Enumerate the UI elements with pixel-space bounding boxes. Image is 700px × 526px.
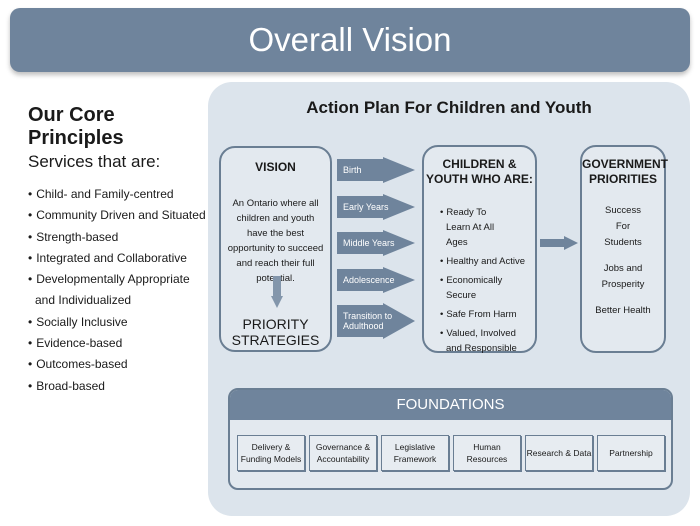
principle-item: Evidence-based xyxy=(28,333,208,354)
right-arrow-icon xyxy=(540,236,578,250)
stage-arrow-transition: Transition to Adulthood xyxy=(337,303,417,344)
children-item: Economically Secure xyxy=(440,273,535,303)
government-list: Success For Students Jobs and Prosperity… xyxy=(582,203,664,319)
children-title-line1: CHILDREN & xyxy=(442,157,517,171)
children-title: CHILDREN & YOUTH WHO ARE: xyxy=(424,157,535,187)
vision-box: VISION An Ontario where all children and… xyxy=(219,146,332,352)
children-item: Safe From Harm xyxy=(440,307,535,322)
foundation-item: Governance & Accountability xyxy=(309,435,377,471)
stage-arrow-middle-years: Middle Years xyxy=(337,230,417,261)
stage-label: Birth xyxy=(343,165,362,175)
strategies-line2: STRATEGIES xyxy=(231,332,320,348)
children-item: Ready To Learn At All Ages xyxy=(440,205,510,250)
page-title: Overall Vision xyxy=(248,21,452,58)
vision-title: VISION xyxy=(255,160,296,174)
stage-arrow-early-years: Early Years xyxy=(337,194,417,225)
stage-label: Early Years xyxy=(343,202,389,212)
foundation-item: Research & Data xyxy=(525,435,593,471)
children-item: Valued, Involved and Responsible xyxy=(440,326,518,356)
strategies-line1: PRIORITY xyxy=(242,316,309,332)
stage-label: Transition to Adulthood xyxy=(343,311,393,331)
children-list: Ready To Learn At All Ages Healthy and A… xyxy=(424,205,535,356)
principles-subtitle: Services that are: xyxy=(28,152,161,171)
foundation-item: Legislative Framework xyxy=(381,435,449,471)
children-box: CHILDREN & YOUTH WHO ARE: Ready To Learn… xyxy=(422,145,537,356)
foundations-title: FOUNDATIONS xyxy=(396,396,505,413)
stage-arrow-icon xyxy=(337,267,415,293)
government-priorities-box: GOVERNMENT PRIORITIES Success For Studen… xyxy=(580,145,669,353)
principle-item: Integrated and Collaborative xyxy=(28,248,208,269)
down-arrow-icon xyxy=(271,276,283,308)
foundation-item: Human Resources xyxy=(453,435,521,471)
stage-arrow-icon xyxy=(337,303,415,339)
principles-title: Our Core Principles xyxy=(28,104,124,149)
core-principles-section: Our Core Principles Services that are: C… xyxy=(28,104,208,397)
stage-label: Adolescence xyxy=(343,275,395,285)
children-item: Healthy and Active xyxy=(440,254,535,269)
government-title: GOVERNMENT PRIORITIES xyxy=(582,157,669,187)
title-banner: Overall Vision xyxy=(10,8,690,72)
stage-label: Middle Years xyxy=(343,238,395,248)
stage-arrow-icon xyxy=(337,157,415,183)
children-title-line2: YOUTH WHO ARE: xyxy=(426,172,533,186)
foundations-header: FOUNDATIONS xyxy=(230,390,671,420)
stage-arrow-adolescence: Adolescence xyxy=(337,267,417,298)
foundation-item: Delivery & Funding Models xyxy=(237,435,305,471)
principle-item: Outcomes-based xyxy=(28,354,208,375)
principle-item: Developmentally Appropriate and Individu… xyxy=(28,269,208,312)
government-item: Jobs and Prosperity xyxy=(601,263,645,290)
government-title-line2: PRIORITIES xyxy=(588,172,657,186)
stage-arrow-birth: Birth xyxy=(337,157,417,188)
principles-list: Child- and Family-centred Community Driv… xyxy=(28,184,208,397)
principle-item: Community Driven and Situated xyxy=(28,205,208,226)
action-plan-panel: Action Plan For Children and Youth VISIO… xyxy=(208,82,690,516)
action-plan-title: Action Plan For Children and Youth xyxy=(306,98,592,117)
principle-item: Socially Inclusive xyxy=(28,312,208,333)
vision-text: An Ontario where all children and youth … xyxy=(227,198,324,284)
government-item: Better Health xyxy=(595,305,651,316)
government-item: Success For Students xyxy=(604,205,642,248)
principle-item: Strength-based xyxy=(28,227,208,248)
foundation-item: Partnership xyxy=(597,435,665,471)
stage-arrow-icon xyxy=(337,230,415,256)
principle-item: Child- and Family-centred xyxy=(28,184,208,205)
government-title-line1: GOVERNMENT xyxy=(582,157,669,171)
stage-arrow-icon xyxy=(337,194,415,220)
foundations-box: FOUNDATIONS Delivery & Funding Models Go… xyxy=(228,388,673,490)
priority-strategies: PRIORITY STRATEGIES xyxy=(221,316,330,348)
principle-item: Broad-based xyxy=(28,376,208,397)
